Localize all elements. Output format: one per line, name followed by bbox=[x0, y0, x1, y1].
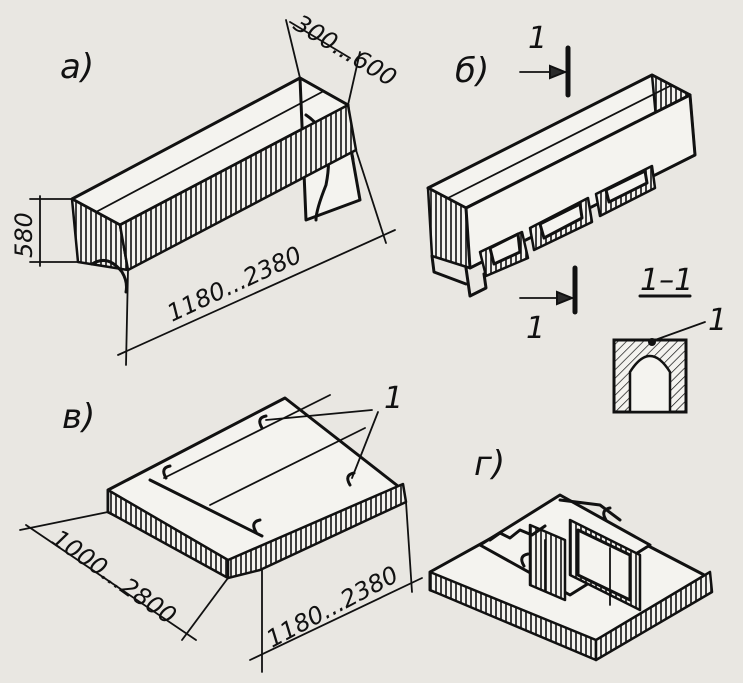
section-bottom-number: 1 bbox=[526, 311, 545, 346]
label-g: г) bbox=[474, 444, 505, 484]
section-callout-number: 1 bbox=[708, 303, 727, 338]
v-callout: 1 bbox=[265, 381, 403, 479]
block-a-wall-block bbox=[70, 76, 362, 294]
dim-v-length: 1180...2380 bbox=[262, 560, 403, 653]
label-a: а) bbox=[60, 47, 94, 87]
section-title: 1–1 bbox=[640, 263, 693, 298]
dim-a-height: 580 bbox=[10, 212, 38, 258]
label-v: в) bbox=[62, 397, 95, 437]
dim-a-length: 1180...2380 bbox=[163, 241, 306, 328]
block-g-ribbed-slab bbox=[428, 493, 714, 662]
block-b-hollow-block bbox=[426, 73, 697, 298]
v-callout-number: 1 bbox=[384, 381, 403, 416]
section-markers: 1 1 bbox=[519, 21, 578, 346]
section-top-number: 1 bbox=[528, 21, 547, 56]
section-1-1-view: 1–1 1 bbox=[612, 263, 727, 414]
block-v-foundation-slab bbox=[106, 394, 408, 580]
label-b: б) bbox=[455, 51, 489, 91]
